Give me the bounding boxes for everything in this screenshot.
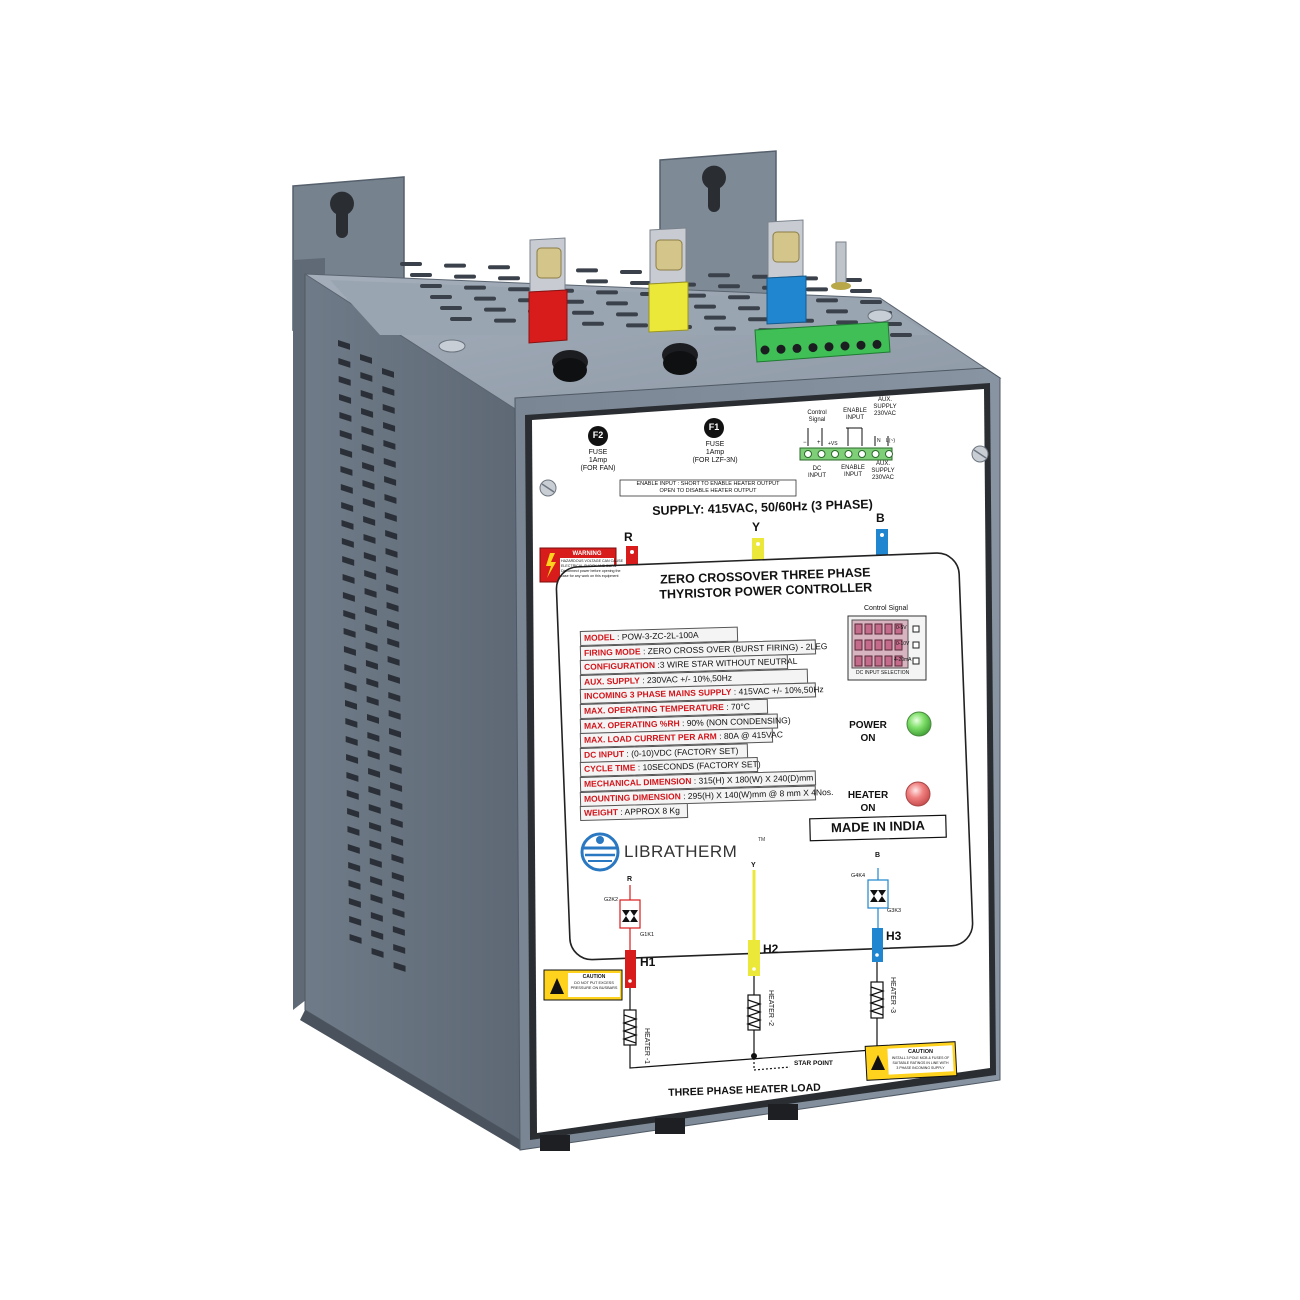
control-terminal-block[interactable] bbox=[754, 321, 891, 363]
fuse-f1-badge bbox=[704, 418, 724, 438]
spec-panel bbox=[555, 552, 974, 961]
made-in-india-box bbox=[809, 814, 947, 842]
power-led bbox=[906, 711, 932, 737]
fuse-holder-f1 bbox=[662, 343, 698, 375]
fuse-holder-f2 bbox=[552, 350, 588, 382]
side-panel bbox=[293, 258, 521, 1150]
earth-stud bbox=[831, 241, 851, 290]
caution-label-right bbox=[864, 1041, 958, 1081]
busbar-b bbox=[766, 219, 807, 325]
enable-note-box bbox=[619, 479, 797, 497]
side-vent-slots bbox=[338, 339, 406, 972]
terminal-diagram bbox=[799, 427, 893, 461]
libratherm-logo-icon bbox=[580, 832, 620, 872]
phase-marker-y bbox=[752, 538, 764, 566]
fuse-f2-badge bbox=[588, 426, 608, 446]
circuit-diagram bbox=[619, 868, 889, 1071]
caution-label-left bbox=[543, 969, 623, 1001]
heater-led bbox=[905, 781, 931, 807]
dip-switch-panel bbox=[847, 615, 927, 681]
busbar-r bbox=[528, 237, 568, 344]
busbar-y bbox=[648, 227, 689, 333]
